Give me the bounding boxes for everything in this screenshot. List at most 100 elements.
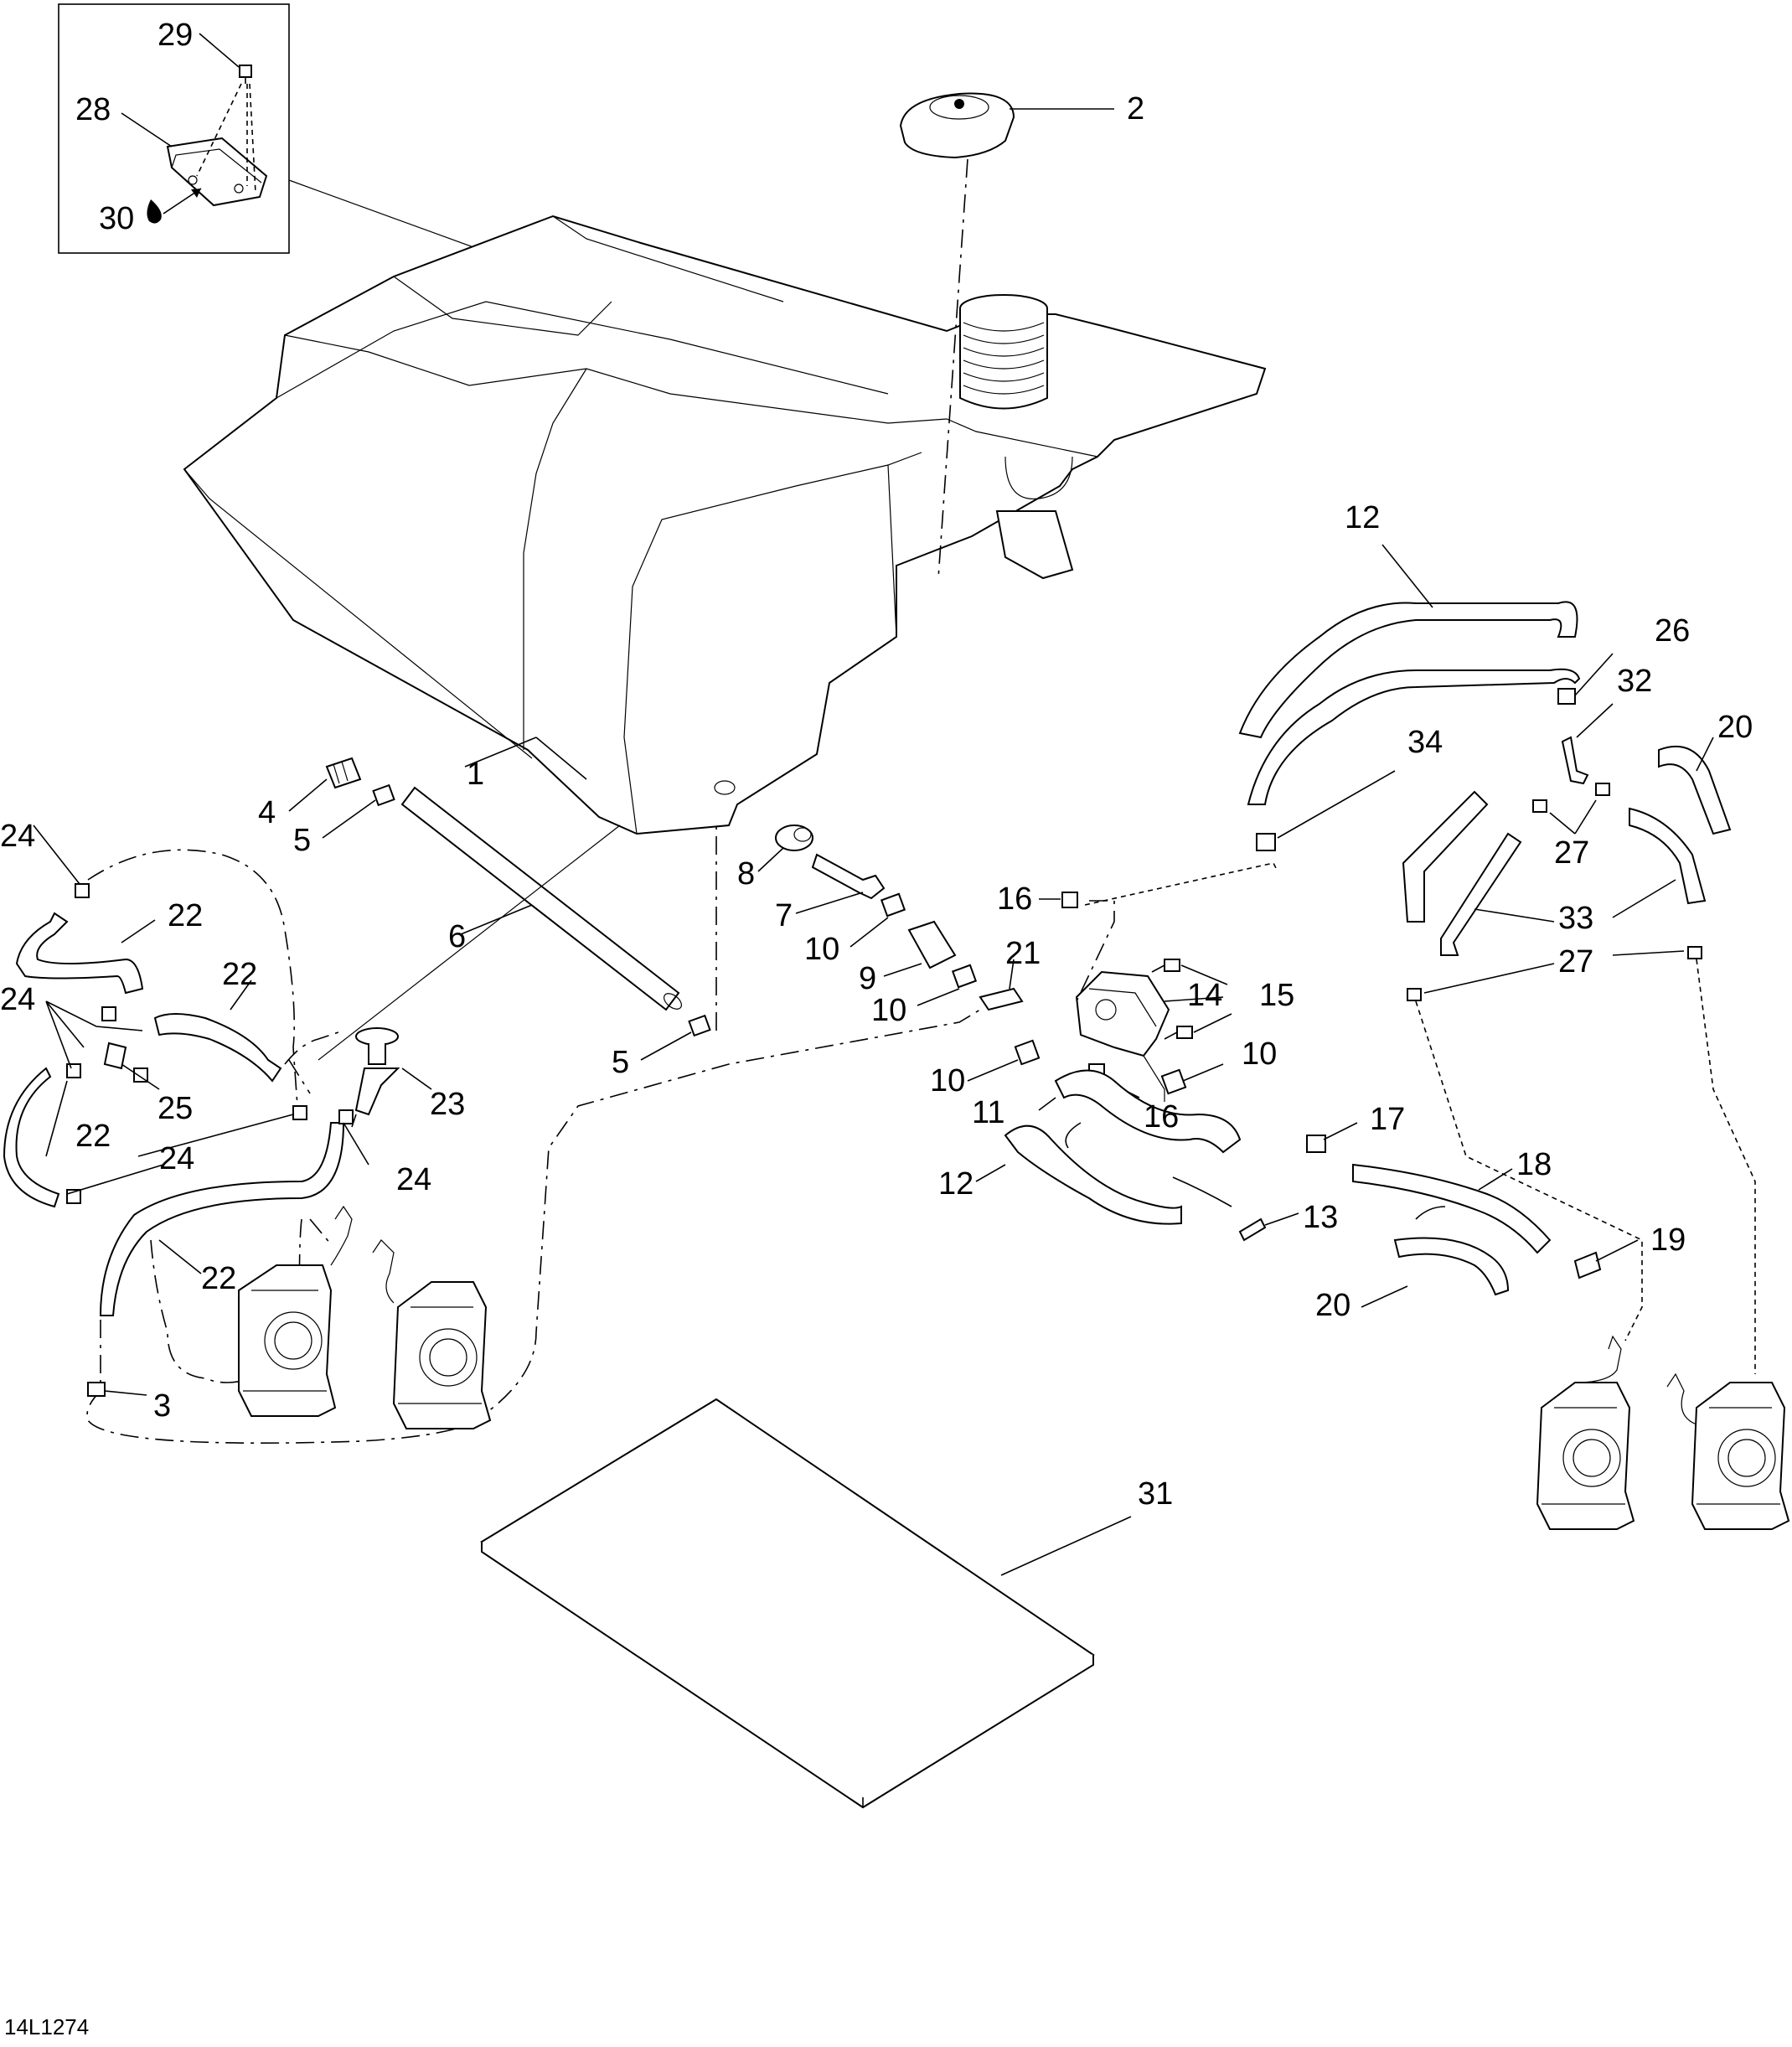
hose-22a: [15, 912, 144, 995]
callout-13: 13: [1303, 1200, 1338, 1235]
hose-11: [1054, 1069, 1242, 1154]
callout-22a: 22: [168, 898, 203, 933]
callout-29: 29: [158, 18, 193, 53]
clamp-24a: [75, 883, 90, 898]
callout-16a: 16: [997, 881, 1032, 917]
hose-12b: [1238, 601, 1578, 739]
callout-labels: 1 2 3 4 5 5 6 7 8 9 10 10 10 10 11 12 12…: [0, 18, 1753, 2039]
callout-14: 14: [1187, 978, 1222, 1013]
inset-detail-box: [58, 3, 290, 254]
screw-part: [239, 65, 252, 78]
hose-33a: [1402, 790, 1489, 923]
callout-34: 34: [1407, 725, 1443, 760]
hose-22b: [153, 1013, 282, 1083]
fuel-tank: [183, 215, 1267, 835]
hose-20a: [1658, 746, 1732, 835]
clamp-24b: [101, 1006, 116, 1021]
callout-15: 15: [1259, 978, 1294, 1013]
clamp-3: [87, 1382, 106, 1397]
callout-16b: 16: [1144, 1099, 1179, 1135]
primer-23: [351, 1027, 400, 1128]
protective-pad-31: [480, 1398, 1095, 1809]
callout-5b: 5: [612, 1045, 629, 1080]
fuel-cap: [899, 92, 1015, 159]
fitting-4: [325, 757, 362, 789]
callout-33: 33: [1558, 901, 1593, 936]
clamp-10c: [1014, 1039, 1041, 1066]
carburetor-right-1: [1536, 1335, 1635, 1530]
callout-17: 17: [1370, 1102, 1405, 1137]
fuel-valve-14: [1075, 970, 1170, 1102]
clamp-10d: [1160, 1068, 1187, 1095]
callout-12a: 12: [938, 1166, 973, 1202]
filter-9: [907, 920, 957, 969]
callout-22b: 22: [222, 957, 257, 992]
fitting-34: [1256, 833, 1276, 851]
callout-24d: 24: [396, 1162, 431, 1197]
fitting-7: [811, 853, 886, 900]
callout-25: 25: [158, 1091, 193, 1126]
callout-11: 11: [972, 1095, 1004, 1130]
callout-27a: 27: [1554, 835, 1589, 871]
nut-16a: [1061, 892, 1078, 908]
hose-20b: [1393, 1237, 1510, 1296]
hose-18: [1352, 1163, 1552, 1254]
clamp-10a: [880, 892, 906, 918]
callout-10c: 10: [930, 1063, 965, 1098]
callout-22c: 22: [75, 1119, 111, 1154]
callout-26: 26: [1655, 613, 1690, 649]
callout-19: 19: [1650, 1223, 1686, 1258]
clamp-10b: [951, 964, 978, 989]
clamp-27d: [1687, 946, 1702, 959]
callout-30: 30: [99, 201, 134, 236]
clamp-26: [1557, 688, 1576, 705]
callout-5a: 5: [293, 823, 311, 858]
hose-12a: [1004, 1124, 1182, 1225]
callout-20a: 20: [1717, 710, 1753, 745]
clamp-27a: [1532, 799, 1547, 813]
clamp-5b: [688, 1014, 711, 1037]
clamp-19: [1573, 1251, 1602, 1279]
nut-17: [1306, 1135, 1326, 1153]
callout-9: 9: [859, 961, 876, 996]
callout-4: 4: [258, 795, 276, 830]
callout-7: 7: [775, 898, 793, 933]
callout-2: 2: [1127, 91, 1144, 127]
screw-15b: [1164, 1026, 1193, 1040]
clamp-5a: [372, 783, 395, 807]
callout-3: 3: [153, 1388, 171, 1424]
clamp-27c: [1407, 988, 1422, 1001]
callout-10d: 10: [1242, 1036, 1277, 1072]
carburetor-right-2: [1666, 1372, 1790, 1530]
hose-26: [1247, 668, 1581, 805]
clamp-24c: [66, 1063, 81, 1078]
screw-15a: [1151, 959, 1180, 973]
callout-24c: 24: [159, 1141, 194, 1176]
callout-23: 23: [430, 1087, 465, 1122]
tee-32: [1561, 736, 1589, 785]
callout-10a: 10: [804, 932, 839, 967]
callout-21: 21: [1005, 936, 1041, 971]
callout-20b: 20: [1315, 1288, 1350, 1323]
clamp-24g: [338, 1109, 354, 1124]
tee-fitting-21: [979, 987, 1024, 1011]
callout-12b: 12: [1345, 500, 1380, 535]
callout-18: 18: [1516, 1147, 1552, 1182]
adhesive-drop-icon: [147, 199, 162, 224]
carburetor-left-2: [372, 1239, 492, 1429]
hose-6: [400, 786, 682, 1011]
callout-31: 31: [1138, 1476, 1173, 1512]
callout-28: 28: [75, 92, 111, 127]
callout-22d: 22: [201, 1261, 236, 1296]
clip-13: [1238, 1217, 1267, 1242]
clamp-24e: [292, 1105, 307, 1120]
carburetor-left-1: [238, 1205, 353, 1417]
bracket-part: [166, 137, 268, 207]
callout-24a: 24: [0, 819, 35, 854]
hose-33c: [1629, 807, 1707, 905]
clamp-24d: [133, 1067, 148, 1083]
clamp-27b: [1595, 783, 1610, 796]
callout-1: 1: [467, 757, 484, 792]
